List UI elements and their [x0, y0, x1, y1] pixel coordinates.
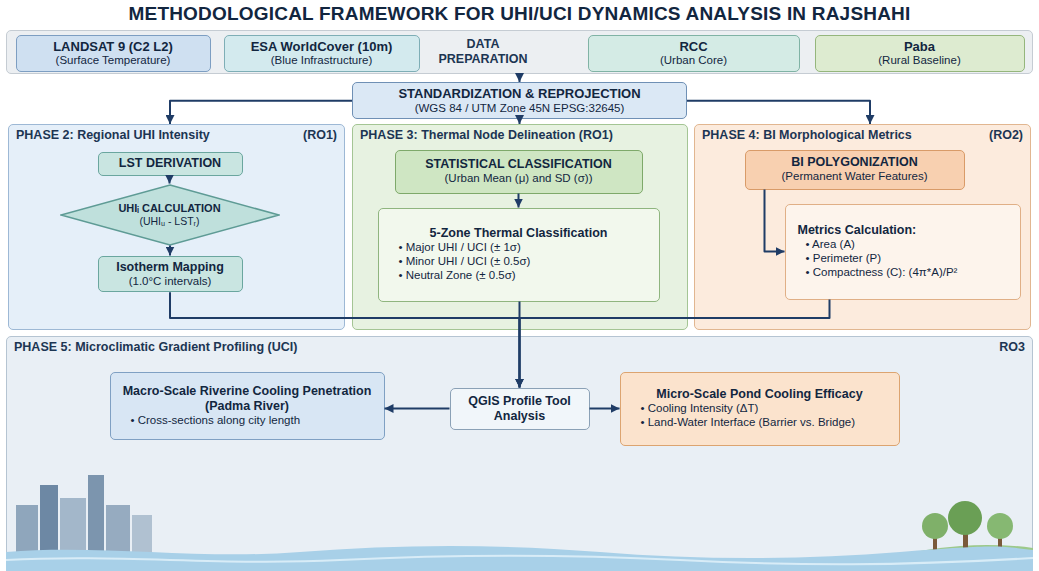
data-band: DATA PREPARATION LANDSAT 9 (C2 L2)(Surfac…	[6, 30, 1033, 74]
node-heading: PHASE 3: Thermal Node Delineation (RO1)	[360, 128, 613, 143]
process-box: LST DERIVATION	[98, 152, 243, 176]
node-text: (RO1)	[303, 128, 337, 143]
node-text: (WGS 84 / UTM Zone 45N EPSG:32645)	[415, 102, 625, 116]
flow-arrow	[765, 190, 785, 252]
node-text: (1.0°C intervals)	[129, 275, 212, 289]
process-box: STANDARDIZATION & REPROJECTION(WGS 84 / …	[352, 82, 687, 119]
building	[132, 515, 152, 563]
process-box: BI POLYGONIZATION(Permanent Water Featur…	[745, 150, 965, 190]
node-text: • Perimeter (P)	[792, 252, 1014, 266]
diamond-shape	[61, 185, 279, 245]
decision-diamond: UHIᵢ CALCULATION(UHIᵤ - LSTᵣ)	[60, 184, 280, 246]
source-box: Paba(Rural Baseline)	[815, 35, 1025, 72]
node-heading: 5-Zone Thermal Classification	[430, 226, 608, 241]
flow-arrow	[170, 101, 352, 124]
node-heading: UHIᵢ CALCULATION	[118, 202, 220, 215]
phase-band: PHASE 5: Microclimatic Gradient Profilin…	[6, 336, 1033, 571]
node-text: (Permanent Water Features)	[782, 170, 928, 184]
node-heading: Macro-Scale Riverine Cooling Penetration…	[117, 384, 378, 414]
flow-arrow	[518, 194, 520, 208]
building	[106, 505, 130, 563]
node-text: (Surface Temperature)	[56, 54, 171, 68]
node-heading: BI POLYGONIZATION	[791, 155, 917, 170]
node-text: • Cross-sections along city length	[117, 414, 378, 428]
phase-panel: PHASE 2: Regional UHI Intensity (RO1) LST …	[8, 124, 345, 330]
source-box: RCC(Urban Core)	[588, 35, 800, 72]
process-box: STATISTICAL CLASSIFICATION(Urban Mean (μ…	[395, 150, 643, 194]
tree-crown	[948, 501, 982, 535]
flow-arrow	[590, 408, 620, 410]
node-text: (Blue Infrastructure)	[271, 54, 373, 68]
node-heading: LANDSAT 9 (C2 L2)	[53, 39, 173, 55]
flow-arrow	[519, 302, 521, 388]
flow-arrow	[169, 246, 171, 256]
grass	[880, 545, 1033, 571]
node-heading: PHASE 4: BI Morphological Metrics	[702, 128, 912, 143]
flow-arrow	[519, 119, 521, 124]
phase-panel: PHASE 3: Thermal Node Delineation (RO1) S…	[352, 124, 688, 330]
node-text: (Urban Mean (μ) and SD (σ))	[445, 172, 593, 186]
flow-arrow	[169, 176, 171, 184]
flow-arrow	[170, 292, 520, 387]
node-text: (RO2)	[989, 128, 1023, 143]
node-heading: STATISTICAL CLASSIFICATION	[425, 157, 612, 172]
flow-arrow	[520, 300, 830, 388]
flow-arrow	[687, 101, 870, 124]
node-heading: Micro-Scale Pond Cooling Efficacy	[656, 387, 862, 402]
water-wave	[6, 556, 1033, 565]
list-box: Metrics Calculation:• Area (A)• Perimete…	[785, 204, 1021, 300]
diagram-title: METHODOLOGICAL FRAMEWORK FOR UHI/UCI DYN…	[128, 3, 910, 26]
node-heading: QGIS Profile Tool Analysis	[457, 394, 583, 424]
node-heading: PHASE 5: Microclimatic Gradient Profilin…	[14, 340, 297, 355]
node-heading: LST DERIVATION	[119, 156, 221, 171]
process-box: QGIS Profile Tool Analysis	[450, 388, 590, 430]
flow-arrow	[385, 408, 450, 410]
building	[16, 505, 38, 563]
source-box: ESA WorldCover (10m)(Blue Infrastructure…	[224, 35, 420, 72]
river-water	[6, 546, 1033, 571]
phase-panel: PHASE 4: BI Morphological Metrics (RO2) BI…	[694, 124, 1031, 330]
source-box: LANDSAT 9 (C2 L2)(Surface Temperature)	[16, 35, 211, 72]
node-text: • Land-Water Interface (Barrier vs. Brid…	[627, 416, 893, 430]
node-text: • Cooling Intensity (ΔT)	[627, 402, 893, 416]
trees	[922, 501, 1013, 550]
process-box: Micro-Scale Pond Cooling Efficacy• Cooli…	[620, 372, 900, 446]
node-text: • Major UHI / UCI (± 1σ)	[385, 241, 653, 255]
node-text: (Urban Core)	[660, 54, 727, 68]
diamond-outline	[60, 184, 280, 246]
node-text: • Compactness (C): (4π*A)/P²	[792, 266, 1014, 280]
city-skyline	[16, 475, 152, 563]
node-heading: PHASE 2: Regional UHI Intensity	[16, 128, 210, 143]
tree-trunk	[933, 530, 937, 550]
node-heading: Metrics Calculation:	[792, 223, 1014, 238]
node-heading: DATA PREPARATION	[433, 37, 533, 67]
node-heading: ESA WorldCover (10m)	[251, 39, 393, 55]
tree-trunk	[963, 524, 968, 548]
node-text: (Rural Baseline)	[878, 54, 960, 68]
tree-trunk	[998, 530, 1002, 550]
process-box: Isotherm Mapping(1.0°C intervals)	[98, 256, 243, 293]
process-box: Macro-Scale Riverine Cooling Penetration…	[110, 372, 385, 440]
node-text: • Minor UHI / UCI (± 0.5σ)	[385, 255, 653, 269]
node-text: RO3	[999, 340, 1025, 355]
building	[40, 485, 58, 563]
tree-crown	[922, 513, 948, 539]
flow-arrow	[519, 74, 521, 82]
node-heading: Isotherm Mapping	[116, 260, 224, 275]
node-heading: RCC	[679, 39, 707, 55]
list-box: 5-Zone Thermal Classification• Major UHI…	[378, 208, 660, 302]
node-heading: STANDARDIZATION & REPROJECTION	[398, 86, 640, 102]
building	[60, 498, 86, 563]
building	[88, 475, 104, 563]
node-text: • Area (A)	[792, 238, 1014, 252]
node-heading: Paba	[904, 39, 935, 55]
tree-crown	[987, 513, 1013, 539]
node-text: (UHIᵤ - LSTᵣ)	[139, 215, 199, 228]
node-text: • Neutral Zone (± 0.5σ)	[385, 269, 653, 283]
